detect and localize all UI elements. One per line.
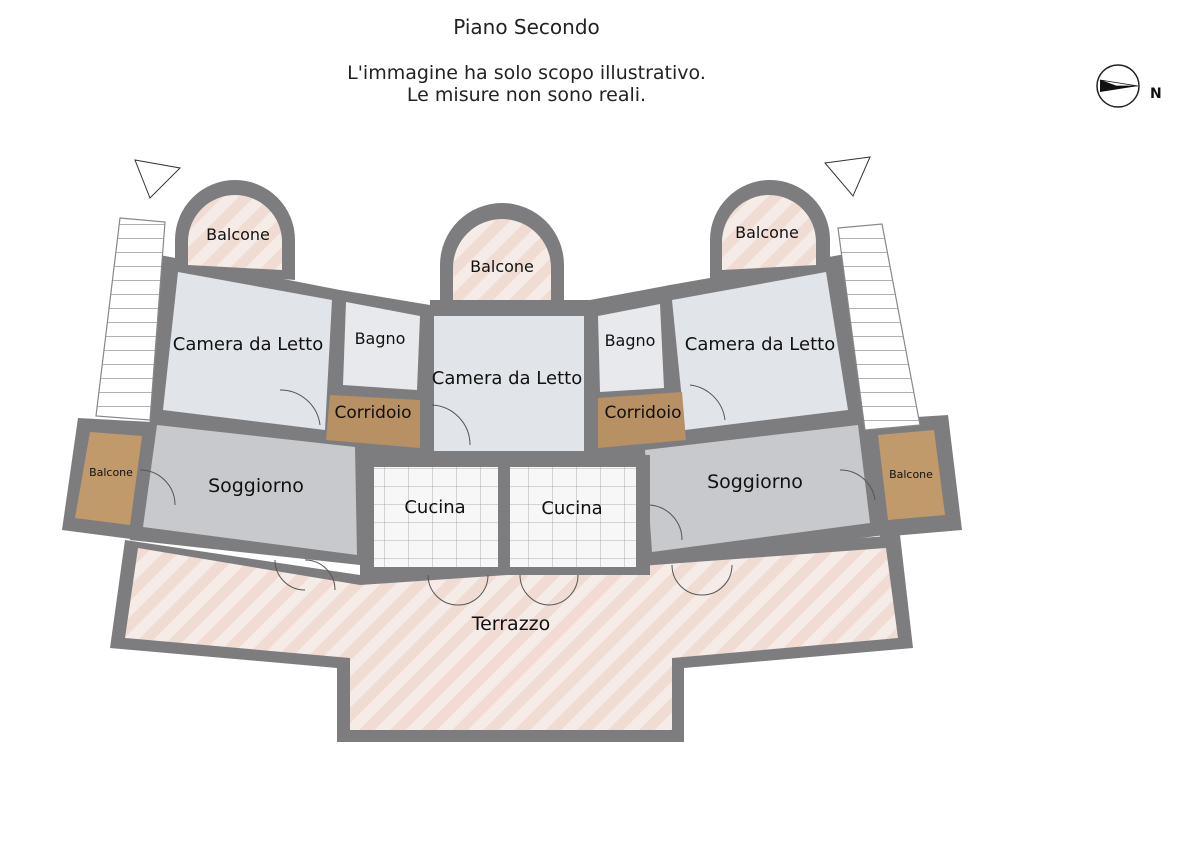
- disclaimer-line-2: Le misure non sono reali.: [406, 84, 647, 106]
- label-cucina-left: Cucina: [404, 497, 465, 518]
- label-camera-left: Camera da Letto: [173, 334, 323, 355]
- balcone-top-right: [710, 180, 830, 280]
- label-camera-right: Camera da Letto: [685, 334, 835, 355]
- disclaimer: L'immagine ha solo scopo illustrativo. L…: [0, 62, 1053, 106]
- label-corridoio-left: Corridoio: [335, 403, 412, 423]
- label-balcone-side-left: Balcone: [89, 466, 133, 479]
- label-balcone-side-right: Balcone: [889, 468, 933, 481]
- compass-icon: [1096, 64, 1140, 108]
- balcone-top-left: [175, 180, 295, 280]
- cucine: [360, 455, 650, 575]
- page-title: Piano Secondo: [453, 15, 600, 39]
- entrance-arrow-right-icon: [824, 156, 871, 197]
- door-arcs: [139, 384, 876, 606]
- terrazzo-area: [110, 535, 913, 742]
- label-balcone-top-right: Balcone: [735, 223, 799, 242]
- label-bagno-left: Bagno: [355, 329, 406, 348]
- balcone-side-right: [868, 415, 962, 537]
- balcone-side-left: [62, 418, 152, 540]
- label-terrazzo: Terrazzo: [471, 613, 551, 635]
- label-soggiorno-right: Soggiorno: [707, 471, 803, 493]
- left-wing: [130, 255, 430, 565]
- label-cucina-right: Cucina: [541, 498, 602, 519]
- label-balcone-top-left: Balcone: [206, 225, 270, 244]
- compass-north-label: N: [1150, 86, 1162, 102]
- label-bagno-right: Bagno: [605, 331, 656, 350]
- stairs-left: [95, 217, 166, 421]
- stairs-right: [837, 223, 921, 431]
- label-soggiorno-left: Soggiorno: [208, 475, 304, 497]
- label-camera-center: Camera da Letto: [432, 368, 582, 389]
- entrance-arrow-left-icon: [134, 159, 182, 199]
- disclaimer-line-1: L'immagine ha solo scopo illustrativo.: [347, 62, 706, 84]
- label-corridoio-right: Corridoio: [605, 403, 682, 423]
- center-wing: [430, 203, 590, 455]
- label-balcone-top-center: Balcone: [470, 257, 534, 276]
- right-wing: [590, 255, 885, 565]
